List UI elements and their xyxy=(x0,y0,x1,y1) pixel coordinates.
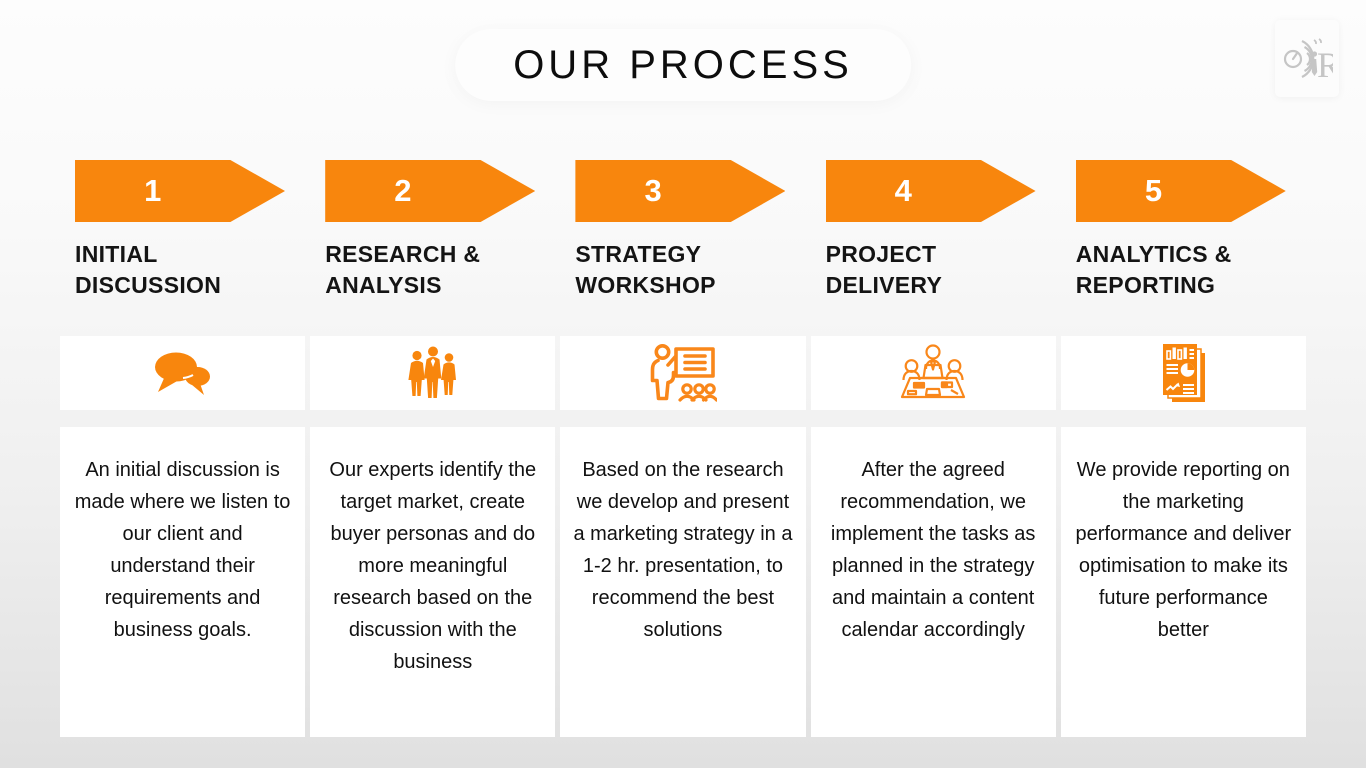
process-step-1: 1 INITIAL DISCUSSION An initial discussi… xyxy=(60,160,306,737)
report-icon xyxy=(1163,344,1206,402)
step-description-card-5: We provide reporting on the marketing pe… xyxy=(1060,427,1306,737)
brand-logo-icon: R xyxy=(1283,37,1333,85)
step-arrow-4: 4 xyxy=(825,160,1036,222)
step-arrow-5: 5 xyxy=(1075,160,1286,222)
step-description-card-2: Our experts identify the target market, … xyxy=(310,427,556,737)
step-title: PROJECT DELIVERY xyxy=(825,241,943,299)
step-icon-card-4 xyxy=(810,336,1056,410)
page-title-text: OUR PROCESS xyxy=(513,42,853,87)
process-step-5: 5 ANALYTICS & REPORTING xyxy=(1060,160,1306,737)
step-description: An initial discussion is made where we l… xyxy=(74,459,291,641)
step-arrow-2: 2 xyxy=(325,160,536,222)
step-title: INITIAL DISCUSSION xyxy=(75,241,222,299)
step-description: After the agreed recommendation, we impl… xyxy=(830,459,1036,641)
step-number: 5 xyxy=(1144,173,1163,208)
step-description: Based on the research we develop and pre… xyxy=(573,459,793,641)
process-step-4: 4 PROJECT DELIVERY xyxy=(810,160,1056,737)
step-description-card-4: After the agreed recommendation, we impl… xyxy=(810,427,1056,737)
presentation-icon xyxy=(650,344,717,402)
step-arrow-1: 1 xyxy=(75,160,285,222)
process-step-2: 2 RESEARCH & ANALYSIS Our exp xyxy=(310,160,556,737)
step-description-card-1: An initial discussion is made where we l… xyxy=(60,427,306,737)
page-title: OUR PROCESS xyxy=(455,29,911,101)
step-arrow-3: 3 xyxy=(575,160,786,222)
step-title: ANALYTICS & REPORTING xyxy=(1075,241,1232,299)
step-title: RESEARCH & ANALYSIS xyxy=(325,241,481,299)
step-number: 2 xyxy=(394,173,412,208)
brand-logo: R xyxy=(1275,20,1339,97)
step-number: 3 xyxy=(644,173,662,208)
step-title: STRATEGY WORKSHOP xyxy=(575,241,716,299)
process-steps: 1 INITIAL DISCUSSION An initial discussi… xyxy=(60,160,1306,737)
step-icon-card-5 xyxy=(1060,336,1306,410)
process-step-3: 3 STRATEGY WORKSHOP xyxy=(560,160,806,737)
step-number: 4 xyxy=(894,173,912,208)
step-icon-card-1 xyxy=(60,336,306,410)
meeting-icon xyxy=(901,344,966,399)
step-description: We provide reporting on the marketing pe… xyxy=(1075,459,1292,641)
step-description-card-3: Based on the research we develop and pre… xyxy=(560,427,806,737)
step-number: 1 xyxy=(144,173,162,208)
step-icon-card-3 xyxy=(560,336,806,410)
svg-text:R: R xyxy=(1317,45,1333,85)
chat-icon xyxy=(154,352,210,395)
team-icon xyxy=(408,346,456,398)
step-description: Our experts identify the target market, … xyxy=(329,459,537,673)
step-icon-card-2 xyxy=(310,336,556,410)
